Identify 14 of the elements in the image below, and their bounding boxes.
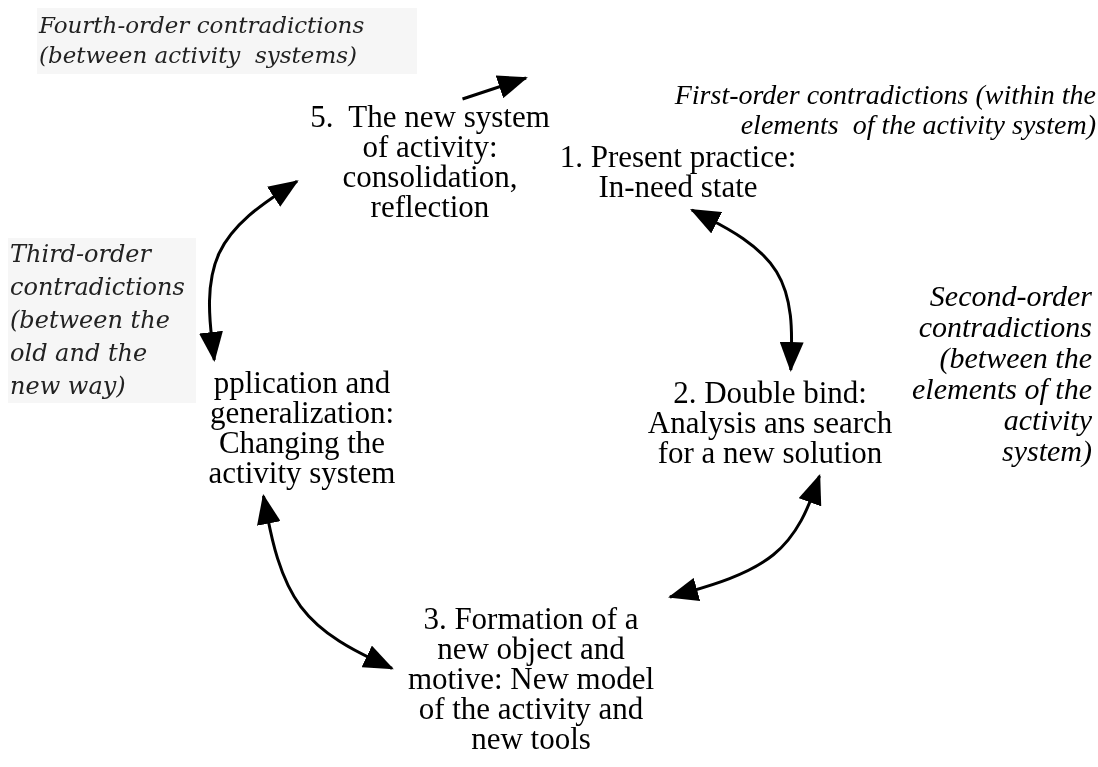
contradiction-note: Second-order contradictions (between the elements of the activity system) — [911, 280, 1092, 466]
stage-text: 5. The new system of activity: consolidation, reflection — [309, 102, 551, 222]
contradiction-note: Fourth-order contradictions (between activity systems) — [37, 8, 417, 74]
arrow — [257, 494, 394, 670]
arrow — [690, 208, 804, 372]
stage-text: pplication and generalization: Changing the activity system — [207, 368, 397, 488]
contradiction-note: First-order contradictions (within the elements of the activity system) — [673, 80, 1096, 140]
contradiction-note: Third-order contradictions (between the old and the new way) — [8, 238, 196, 403]
stage-text: 1. Present practice: In-need state — [558, 142, 798, 202]
stage-text: 2. Double bind: Analysis ans search for a new solution — [646, 378, 894, 468]
arrow — [668, 474, 822, 601]
arrow — [462, 75, 528, 101]
stage-text: 3. Formation of a new object and motive: New model of the activity and new tools — [406, 604, 656, 754]
arrow — [199, 180, 299, 362]
